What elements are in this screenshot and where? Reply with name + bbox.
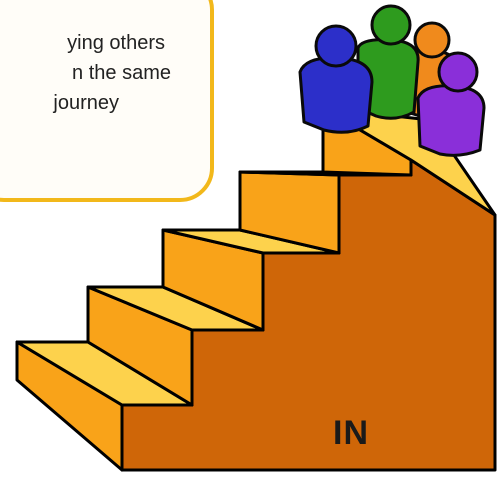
staircase-label: IN [333, 414, 369, 452]
callout-text: ying others n the same journey [0, 28, 212, 118]
step-2 [86, 285, 265, 407]
people-group [298, 4, 486, 157]
callout-line: n the same [72, 62, 171, 84]
person-purple [416, 51, 486, 157]
callout-line: journey [53, 92, 119, 114]
person-blue [298, 24, 374, 134]
callout-line: ying others [67, 32, 165, 54]
step-1 [15, 340, 194, 472]
person-green [356, 4, 420, 120]
callout-box [0, 0, 214, 202]
